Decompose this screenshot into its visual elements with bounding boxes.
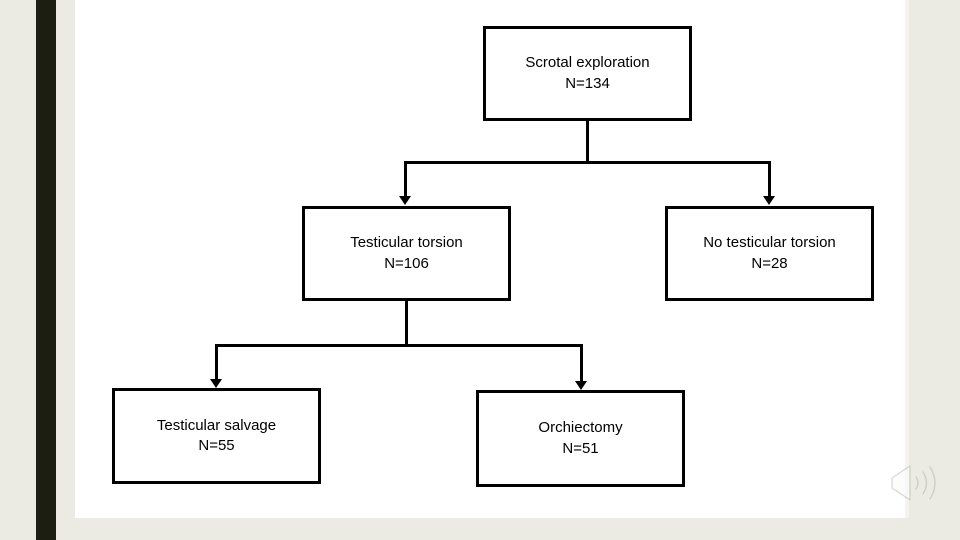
node-count: N=134	[565, 74, 610, 92]
connector-torsion-bar	[215, 344, 583, 347]
connector-torsion-stem	[405, 301, 408, 347]
node-testicular-torsion[interactable]: Testicular torsion N=106	[302, 206, 511, 301]
arrowhead-torsion-icon	[399, 196, 411, 205]
arrowhead-orchiectomy-icon	[575, 381, 587, 390]
speaker-audio-icon[interactable]	[884, 456, 944, 510]
arrowhead-salvage-icon	[210, 379, 222, 388]
connector-torsion-to-salvage	[215, 344, 218, 380]
slide-edge-highlight	[905, 0, 909, 518]
node-label: Testicular salvage	[156, 416, 277, 434]
node-label: No testicular torsion	[703, 234, 836, 252]
node-orchiectomy[interactable]: Orchiectomy N=51	[476, 390, 685, 487]
node-count: N=51	[562, 439, 599, 457]
node-no-testicular-torsion[interactable]: No testicular torsion N=28	[665, 206, 874, 301]
slide-canvas[interactable]: Scrotal exploration N=134 Testicular tor…	[75, 0, 905, 518]
node-label: Orchiectomy	[538, 419, 623, 437]
node-count: N=106	[384, 254, 429, 272]
node-scrotal-exploration[interactable]: Scrotal exploration N=134	[483, 26, 692, 121]
connector-root-to-torsion	[404, 161, 407, 197]
node-testicular-salvage[interactable]: Testicular salvage N=55	[112, 388, 321, 484]
connector-root-bar	[404, 161, 771, 164]
connector-torsion-to-orchiectomy	[580, 344, 583, 382]
slide-accent-bar	[36, 0, 56, 540]
arrowhead-notorsion-icon	[763, 196, 775, 205]
node-count: N=55	[198, 437, 235, 454]
connector-root-to-notorsion	[768, 161, 771, 197]
connector-root-stem	[586, 121, 589, 164]
node-label: Scrotal exploration	[525, 54, 650, 72]
node-count: N=28	[751, 254, 788, 272]
node-label: Testicular torsion	[350, 234, 463, 252]
